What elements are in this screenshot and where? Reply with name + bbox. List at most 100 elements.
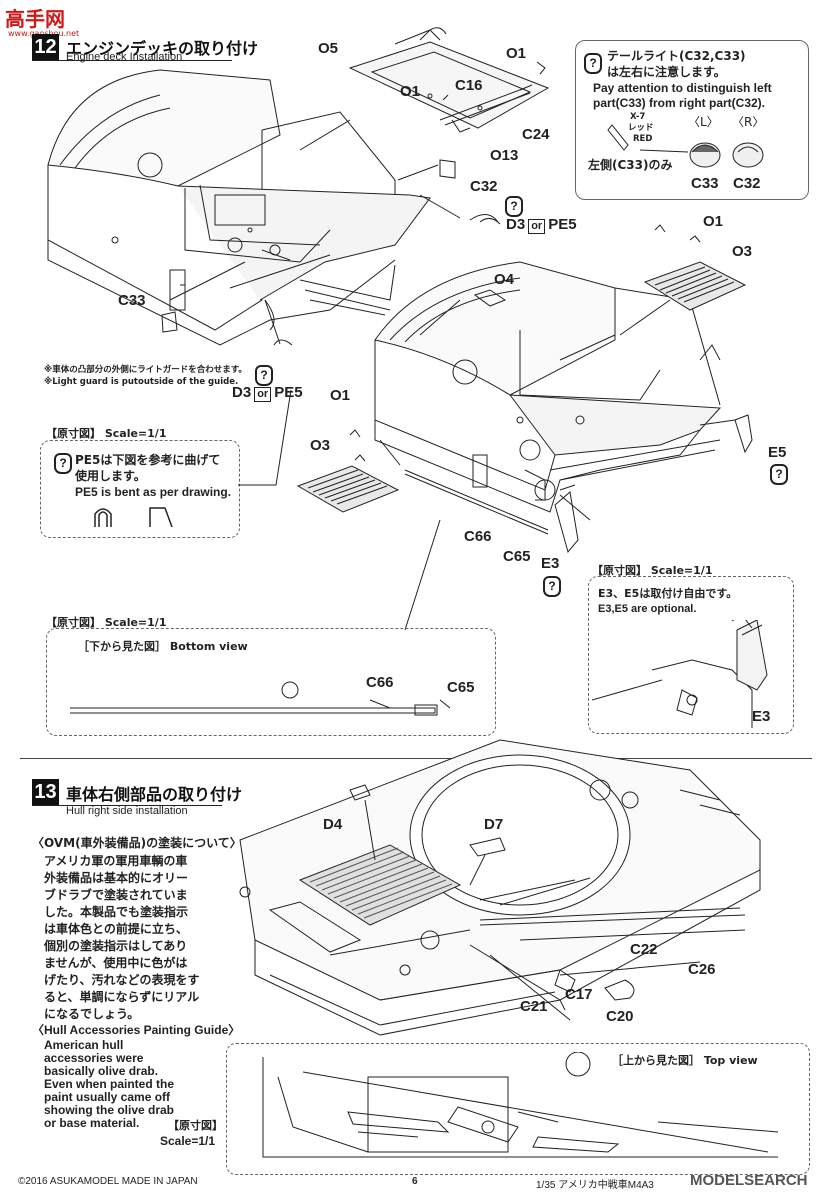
step-12-number: 12 — [32, 34, 59, 60]
e3-detail-drawing — [592, 620, 768, 728]
guide-line-1: American hull — [44, 1038, 124, 1052]
label-d3-lower: D3 — [232, 384, 252, 401]
step-13-title-underline — [32, 805, 222, 806]
part-d3-shape — [469, 214, 499, 223]
pe5-scale-icon: ? — [54, 452, 72, 474]
label-c32: C32 — [470, 178, 498, 195]
lower-hull-drawing — [296, 224, 753, 631]
light-guard-note-jp: ※車体の凸部分の外側にライトガードを合わせます。 — [44, 365, 247, 375]
step-12-assembly-drawing — [47, 27, 753, 631]
ovm-line-3: ブドラブで塗装されていま — [44, 888, 188, 902]
pe5-note-jp-2: 使用します。 — [75, 469, 146, 483]
label-c26: C26 — [688, 961, 716, 978]
plate-e3 — [554, 491, 579, 554]
logo-text: 高手网 — [5, 7, 65, 31]
gaoshou-logo-icon: 高手网 www.gaoshou.net — [2, 4, 82, 38]
question-bag-icon: ? — [505, 196, 523, 217]
pe5-note-jp-1: PE5は下図を参考に曲げて — [75, 453, 221, 467]
grille-o3-left — [296, 429, 400, 513]
taillight-note-en-1: Pay attention to distinguish left — [593, 81, 772, 95]
part-d3-lower-shape — [273, 339, 293, 346]
step-13-subtitle: Hull right side installation — [66, 805, 188, 817]
paint-code: X-7 — [630, 112, 646, 122]
label-o1-b: O1 — [400, 83, 421, 100]
top-view-label: ［上から見た図］ Top view — [612, 1054, 758, 1067]
label-o1-c: O1 — [703, 213, 724, 230]
step-12-title: エンジンデッキの取り付け — [66, 39, 259, 58]
ovm-text-block: アメリカ軍の軍用車輌の車 外装備品は基本的にオリー ブドラブで塗装されていま し… — [44, 853, 200, 1023]
or-box-upper: or — [528, 219, 546, 234]
guide-line-5: paint usually came off — [44, 1090, 171, 1104]
label-left: 〈L〉 — [688, 115, 719, 129]
ovm-line-2: 外装備品は基本的にオリー — [44, 871, 189, 885]
pe5-leader-line — [238, 389, 292, 486]
taillight-label-c33: C33 — [691, 175, 719, 192]
paint-brush-icon — [607, 124, 629, 151]
label-c22: C22 — [630, 941, 658, 958]
e3-scale-box — [588, 576, 794, 734]
paint-en: RED — [633, 134, 653, 144]
question-bag-icon: ? — [543, 576, 561, 597]
section-divider — [20, 758, 812, 759]
question-bag-icon: ? — [54, 453, 72, 474]
rod-c66 — [404, 469, 549, 531]
label-c21: C21 — [520, 998, 548, 1015]
label-d4: D4 — [323, 816, 343, 833]
label-c66: C66 — [464, 528, 492, 545]
engine-deck-plate — [348, 27, 550, 133]
label-c65: C65 — [503, 548, 531, 565]
footer-copyright: ©2016 ASUKAMODEL MADE IN JAPAN — [18, 1176, 198, 1187]
taillight-note-icon: ? — [584, 52, 602, 74]
label-o3-a: O3 — [732, 243, 753, 260]
ovm-title: 〈OVM(車外装備品)の塗装について〉 — [32, 836, 242, 850]
bottom-view-drawing — [70, 681, 451, 716]
e3-scale-header: 【原寸図】 Scale=1/1 — [588, 562, 717, 578]
tool-c22-rod — [479, 907, 741, 921]
question-bag-icon: ? — [770, 464, 788, 485]
label-c16: C16 — [455, 77, 483, 94]
guide-line-4: Even when painted the — [44, 1077, 175, 1091]
label-e5: E5 — [768, 444, 787, 461]
step-12-subtitle: Engine deck Installation — [66, 51, 183, 63]
label-o1-a: O1 — [506, 45, 527, 62]
footer-product: 1/35 アメリカ中戦車M4A3 — [536, 1180, 654, 1191]
ovm-line-1: アメリカ軍の軍用車輌の車 — [44, 854, 188, 868]
label-e3: E3 — [541, 555, 560, 572]
or-box-lower: or — [254, 387, 272, 402]
label-c33: C33 — [118, 292, 146, 309]
taillight-label-c32: C32 — [733, 175, 761, 192]
label-o1-d: O1 — [330, 387, 351, 404]
bottom-view-label: ［下から見た図］ Bottom view — [78, 640, 248, 653]
e3-scale-label: E3 — [752, 708, 771, 725]
top-view-scale-box — [226, 1043, 810, 1175]
label-d7: D7 — [484, 816, 504, 833]
question-bag-icon: ? — [255, 365, 273, 386]
scale-label: 【原寸図】 — [168, 1119, 223, 1132]
guide-line-2: accessories were — [44, 1051, 144, 1065]
pe5-scale-box — [40, 440, 240, 538]
guide-line-3: basically olive drab. — [44, 1064, 159, 1078]
label-d3-upper: D3 — [506, 216, 526, 233]
watermark-logo: 高手网 www.gaoshou.net — [2, 4, 82, 38]
ovm-line-5: は車体色との前提に立ち、 — [44, 922, 188, 936]
part-c32-shape — [439, 159, 456, 179]
taillight-note-en-2: part(C33) from right part(C32). — [593, 96, 766, 110]
taillight-detail-drawing — [607, 124, 764, 168]
label-c20: C20 — [606, 1008, 634, 1025]
guide-line-6: showing the olive drab — [44, 1103, 175, 1117]
guide-text-block: American hull accessories were basically… — [44, 1039, 174, 1130]
turret-ring — [409, 754, 631, 916]
bottom-label-c65: C65 — [447, 679, 475, 696]
d3-or-pe5-upper: ? — [505, 195, 523, 217]
top-view-drawing — [262, 1052, 779, 1158]
paint-jp: レッド — [628, 123, 654, 133]
bottom-scale-header: 【原寸図】 Scale=1/1 — [42, 614, 171, 630]
step-13-title: 車体右側部品の取り付け — [66, 785, 243, 804]
e3-note-jp: E3、E5は取付け自由です。 — [598, 587, 738, 600]
left-only-note: 左側(C33)のみ — [588, 158, 673, 172]
taillight-note-jp-2: は左右に注意します。 — [607, 65, 726, 79]
tool-c26-rod — [519, 929, 746, 941]
label-o13: O13 — [490, 147, 519, 164]
label-o5: O5 — [318, 40, 339, 57]
